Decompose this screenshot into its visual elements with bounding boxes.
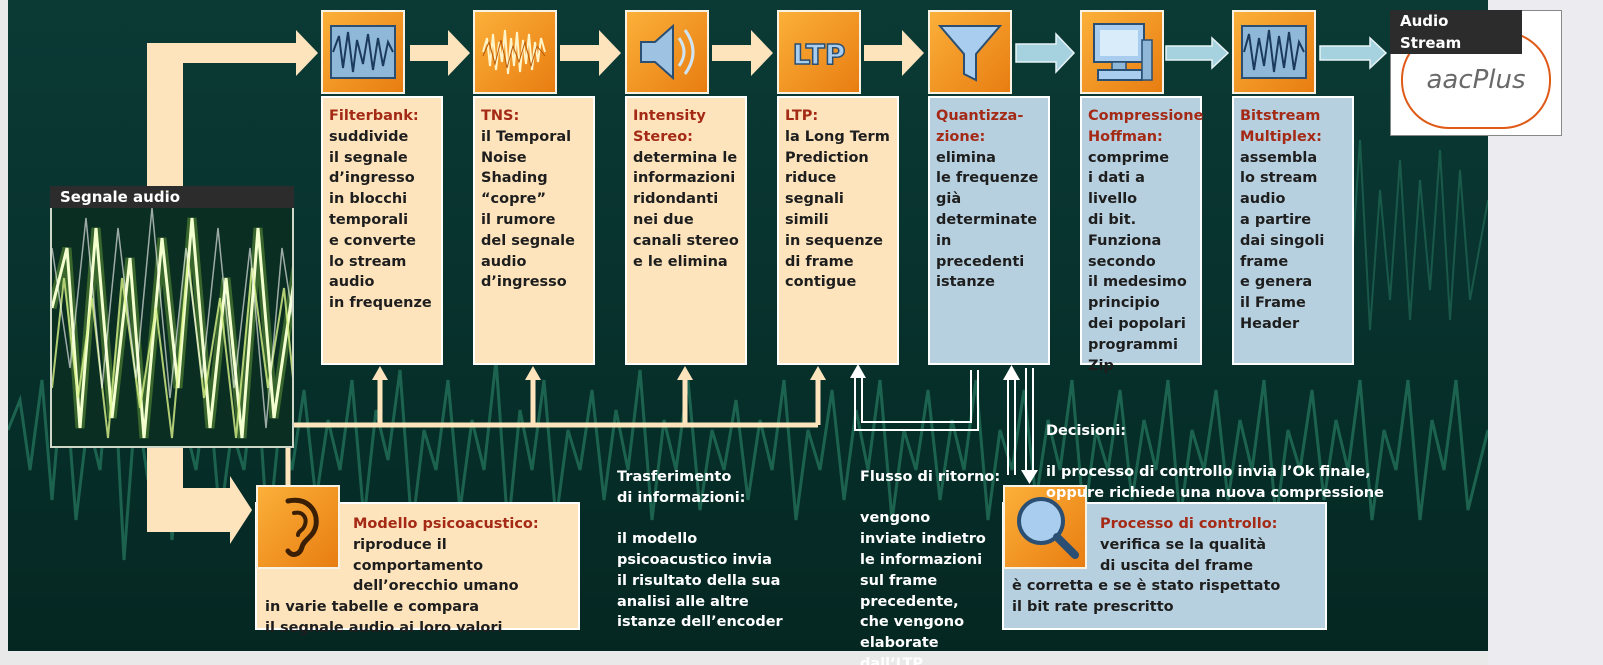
computer-icon [1080,10,1164,94]
stage-description: assembla lo stream audio a partire dai s… [1240,149,1325,332]
filterbank-waveform-icon [321,10,405,94]
flow-arrow-2 [560,30,621,76]
flow-arrow-3 [712,30,773,76]
stage-quantizzazione: Quantizza- zione: elimina le frequenze g… [928,96,1050,365]
stage-title: Compressione Hoffman: [1088,108,1204,145]
stage-bitstream-multiplex: Bitstream Multiplex: assembla lo stream … [1232,96,1354,365]
control-title: Processo di controllo: [1100,516,1278,532]
signal-title: Segnale audio [50,186,294,208]
return-flow-line [854,370,979,431]
transfer-note: Trasferimento di informazioni: il modell… [617,446,807,654]
bitstream-waveform-icon [1232,10,1316,94]
return-flow-note: Flusso di ritorno: vengono inviate indie… [860,446,1010,665]
stage-description: la Long Term Prediction riduce segnali s… [785,128,890,291]
stage-ltp: LTP: la Long Term Prediction riduce segn… [777,96,899,365]
stage-tns: TNS: il Temporal Noise Shading “copre” i… [473,96,595,365]
speaker-icon [625,10,709,94]
flow-arrow-4 [864,30,924,76]
stage-title: LTP: [785,108,819,124]
control-description-cont: è corretta e se è stato rispettato il bi… [1012,578,1281,616]
stage-filterbank: Filterbank: suddivide il segnale d’ingre… [321,96,443,365]
stage-compressione-hoffman: Compressione Hoffman: comprime i dati a … [1080,96,1204,374]
svg-text:LTP: LTP [793,38,846,71]
psycho-title: Modello psicoacustico: [353,516,539,532]
flow-arrow-1 [410,30,470,76]
stage-title: Filterbank: [329,108,419,124]
stage-description: suddivide il segnale d’ingresso in blocc… [329,128,432,312]
tns-noise-icon [473,10,557,94]
stage-title: Bitstream Multiplex: [1240,108,1322,145]
flow-arrow-6 [1165,36,1230,70]
flow-arrow-5 [1015,32,1076,74]
output-title: Audio Stream [1390,10,1522,54]
stage-intensity-stereo: Intensity Stereo: determina le informazi… [625,96,747,365]
audio-signal-image [50,186,294,448]
stage-title: TNS: [481,108,520,124]
aacplus-logo-text: aacPlus [1426,65,1526,95]
flow-arrow-psycho [147,440,252,544]
transfer-title: Trasferimento di informazioni: [617,468,746,506]
return-title: Flusso di ritorno: [860,468,1001,485]
funnel-icon [928,10,1012,94]
stage-description: comprime i dati a livello di bit. Funzio… [1088,149,1187,374]
decision-note: Decisioni: il processo di controllo invi… [1046,400,1446,525]
decision-title: Decisioni: [1046,422,1127,439]
stage-description: determina le informazioni ridondanti nei… [633,149,739,270]
stage-title: Quantizza- zione: [936,108,1024,145]
psycho-description-cont: in varie tabelle e compara il segnale au… [265,599,503,636]
stage-description: il Temporal Noise Shading “copre” il rum… [481,128,575,291]
psycho-description: riproduce il comportamento dell’orecchio… [353,536,519,595]
decision-description: il processo di controllo invia l’Ok fina… [1046,464,1384,502]
magnifier-icon [1003,485,1087,569]
ear-icon [256,485,340,569]
control-description: verifica se la qualità di uscita del fra… [1100,536,1267,574]
transfer-description: il modello psicoacustico invia il risult… [617,531,783,631]
stage-title: Intensity Stereo: [633,108,706,145]
return-description: vengono inviate indietro le informazioni… [860,510,986,665]
ltp-icon: LTP [777,10,861,94]
stage-description: elimina le frequenze già determinate in … [936,149,1039,291]
up-arrowhead [372,366,388,380]
flow-arrow-7 [1319,36,1388,70]
